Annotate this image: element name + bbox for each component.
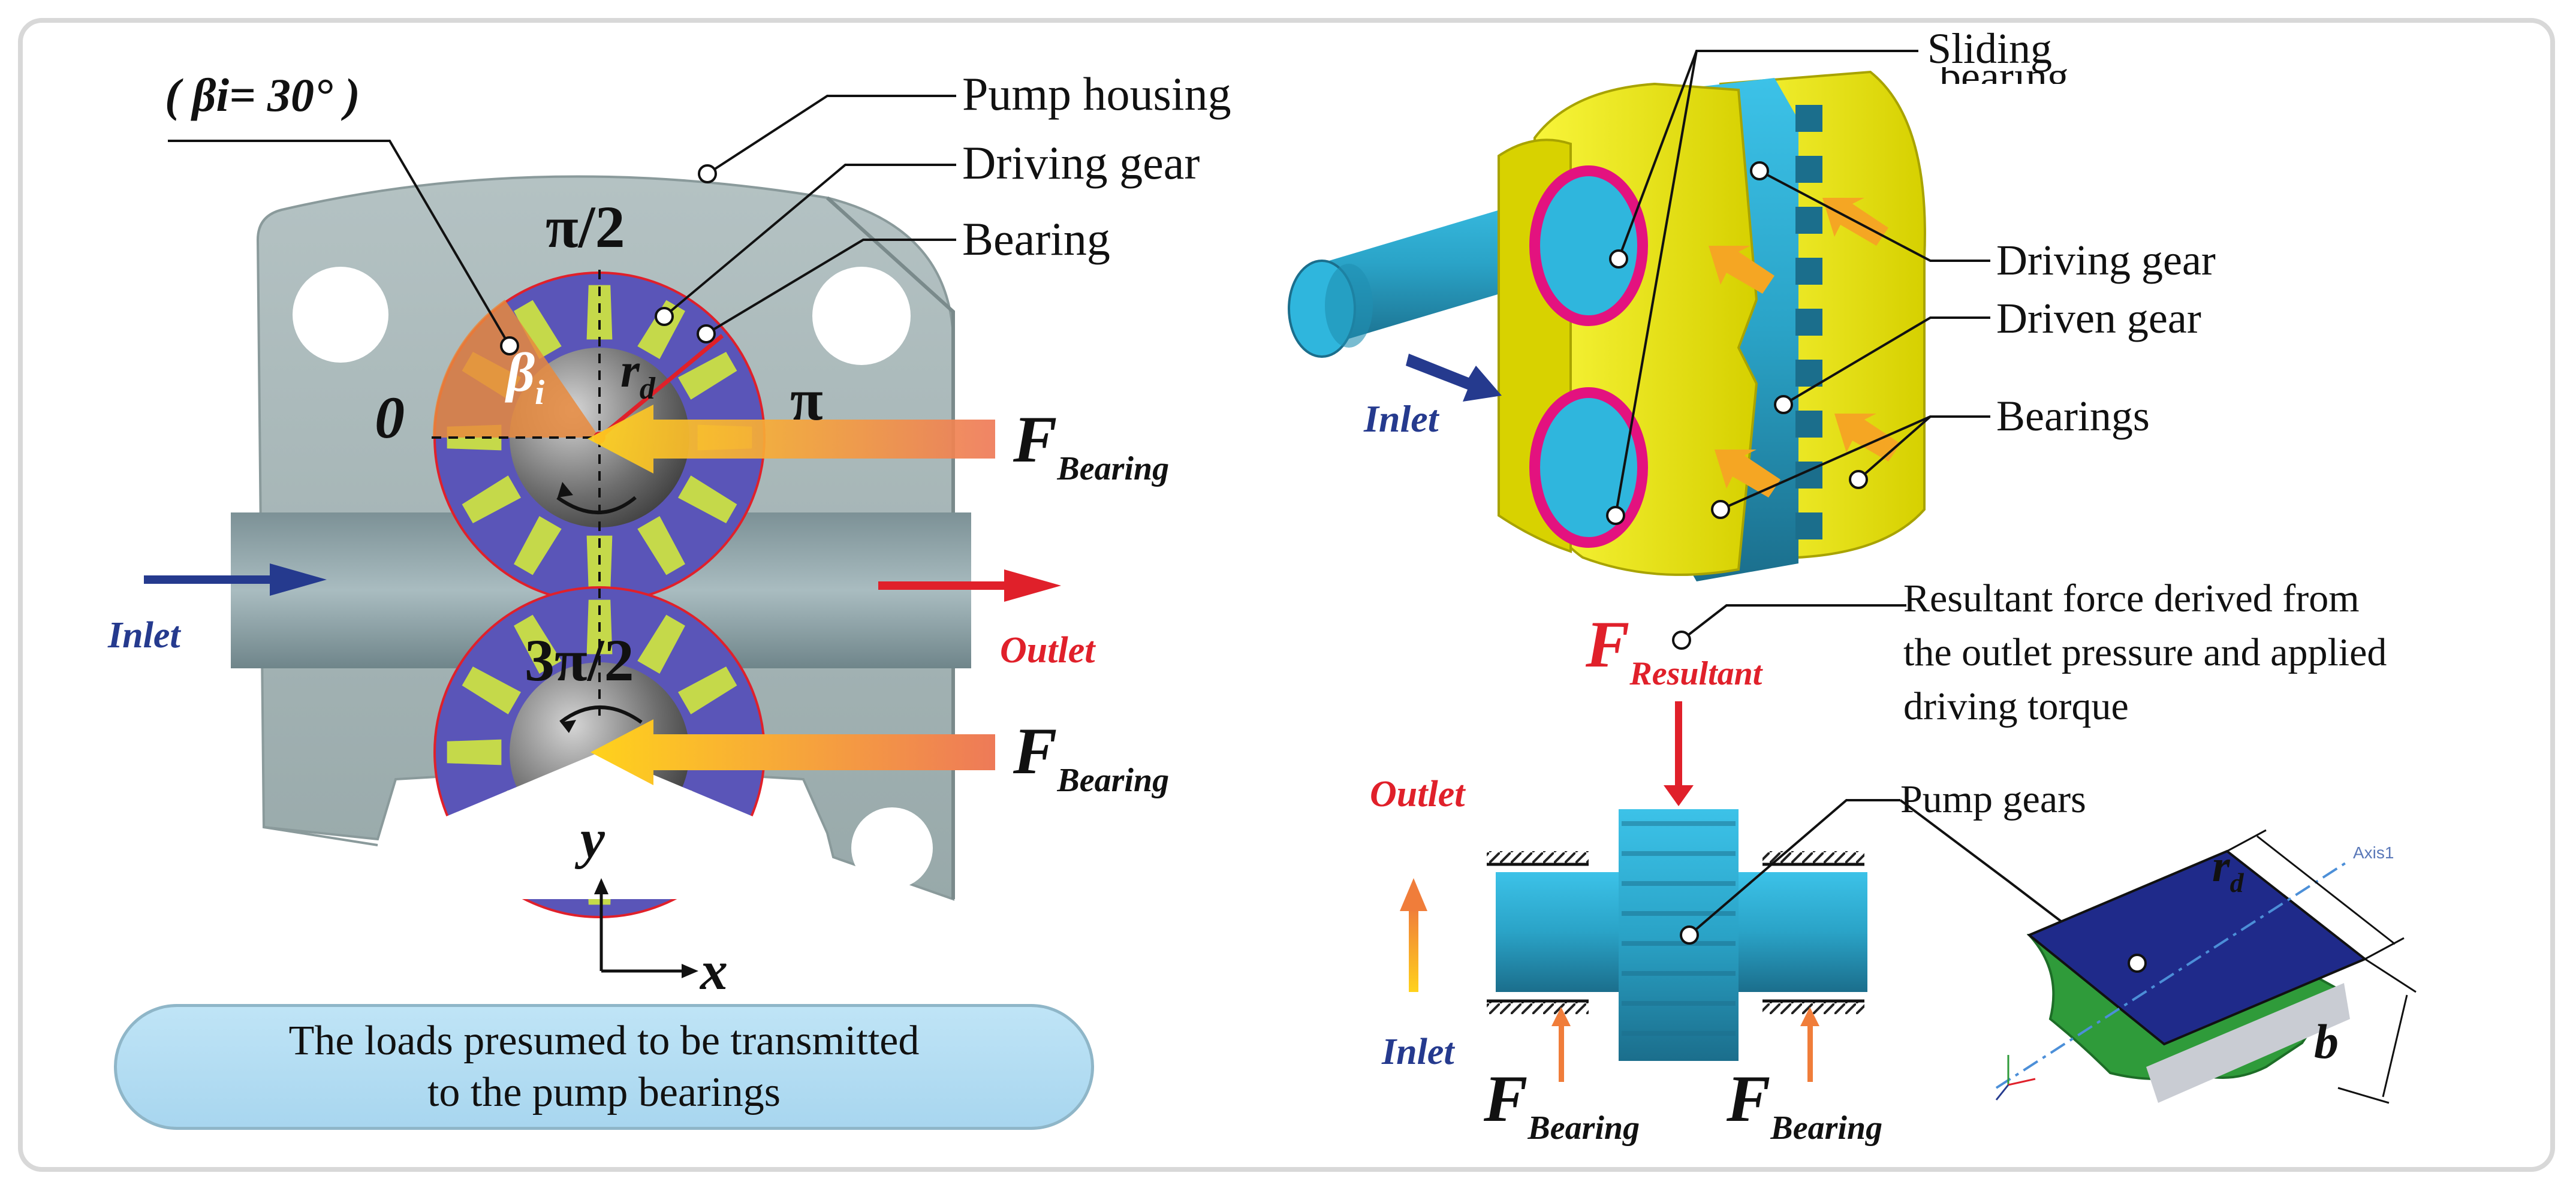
gear-groove xyxy=(1622,971,1736,976)
gear-tooth xyxy=(677,667,737,714)
angle-pi: π xyxy=(790,366,823,433)
gear-tooth xyxy=(447,739,502,765)
radius-symbol: rd xyxy=(620,343,656,406)
label-driving-gear-right: Driving gear xyxy=(1996,236,2216,284)
bolt-hole xyxy=(812,267,911,365)
pump-gear-assembly xyxy=(1487,809,1867,1061)
gear-tooth xyxy=(462,667,522,714)
label-bearing-partial: bearing xyxy=(1939,53,2069,101)
gear-ridge xyxy=(1795,207,1822,234)
gear-groove xyxy=(1622,1031,1736,1036)
label-driven-gear: Driven gear xyxy=(1996,294,2201,342)
gear-ridge xyxy=(1795,309,1822,336)
label-driving-gear: Driving gear xyxy=(962,137,1200,189)
beta-symbol: βi xyxy=(505,342,544,412)
gear-tooth xyxy=(637,515,685,575)
gear-tooth xyxy=(637,614,685,674)
f-bearing-left-label: FBearing xyxy=(1483,1062,1640,1147)
resultant-note-2: the outlet pressure and applied xyxy=(1903,631,2387,674)
outlet-arrow xyxy=(878,569,1061,602)
label-inlet-3d: Inlet xyxy=(1363,397,1440,440)
coordinate-axes xyxy=(599,890,686,973)
beta-annotation: ( βi= 30° ) xyxy=(165,69,360,121)
f-resultant-label: FResultant xyxy=(1585,608,1763,692)
caption-text: The loads presumed to be transmitted to … xyxy=(288,1018,920,1115)
label-bearings: Bearings xyxy=(1996,392,2150,440)
gear-tooth xyxy=(514,300,562,360)
gear-tooth xyxy=(462,475,522,523)
gear-ridge xyxy=(1795,105,1822,132)
gear-tooth xyxy=(514,614,562,674)
inlet-arrow xyxy=(144,563,327,596)
gear-groove xyxy=(1622,881,1736,886)
angle-pi-half: π/2 xyxy=(546,194,625,260)
f-bearing-right-label: FBearing xyxy=(1726,1062,1882,1147)
bearing-force-arrow-bottom xyxy=(590,719,995,785)
gear-groove xyxy=(1622,911,1736,916)
gear-ridge xyxy=(1795,411,1822,438)
gear-pump-3d xyxy=(1288,70,1926,581)
pump-cross-section xyxy=(231,175,971,918)
label-pump-gears: Pump gears xyxy=(1900,777,2086,821)
gear-tooth xyxy=(677,475,737,523)
axis-x-label: x xyxy=(699,940,728,1001)
angle-zero: 0 xyxy=(375,384,405,451)
gear-ridge xyxy=(1795,512,1822,539)
outlet-up-arrow xyxy=(1400,878,1427,992)
resultant-arrow xyxy=(1664,701,1694,806)
gear-groove xyxy=(1622,941,1736,946)
f-bearing-top-label: FBearing xyxy=(1013,403,1169,487)
axis1-label: Axis1 xyxy=(2353,843,2394,862)
bearing-force-arrow-top xyxy=(587,405,995,474)
resultant-note-1: Resultant force derived from xyxy=(1903,577,2360,620)
label-outlet-left: Outlet xyxy=(1000,630,1096,671)
gear-groove xyxy=(1622,1001,1736,1006)
bolt-hole xyxy=(293,267,388,363)
label-inlet-left: Inlet xyxy=(107,615,181,656)
label-outlet-bottom: Outlet xyxy=(1370,774,1466,815)
outer-frame xyxy=(18,18,2555,1172)
gear-ridge xyxy=(1795,156,1822,183)
caption-box: The loads presumed to be transmitted to … xyxy=(114,1004,1094,1130)
gear-ridge xyxy=(1795,360,1822,387)
gear-groove xyxy=(1622,821,1736,826)
gear-tooth xyxy=(514,515,562,575)
dim-b-label: b xyxy=(2314,1014,2339,1069)
bolt-hole xyxy=(851,807,933,889)
gear-ridge xyxy=(1795,258,1822,285)
label-inlet-bottom: Inlet xyxy=(1381,1032,1455,1072)
gear-tooth xyxy=(677,352,737,400)
label-pump-housing: Pump housing xyxy=(962,68,1231,120)
resultant-note-3: driving torque xyxy=(1903,685,2129,728)
dim-rd-label: rd xyxy=(2212,841,2244,898)
label-sliding: Sliding xyxy=(1927,25,2052,73)
angle-three-pi-half: 3π/2 xyxy=(525,627,634,694)
f-bearing-bottom-label: FBearing xyxy=(1013,714,1169,799)
gear-tooth-segment xyxy=(1995,829,2417,1104)
gear-groove xyxy=(1622,851,1736,856)
label-bearing: Bearing xyxy=(962,213,1110,265)
